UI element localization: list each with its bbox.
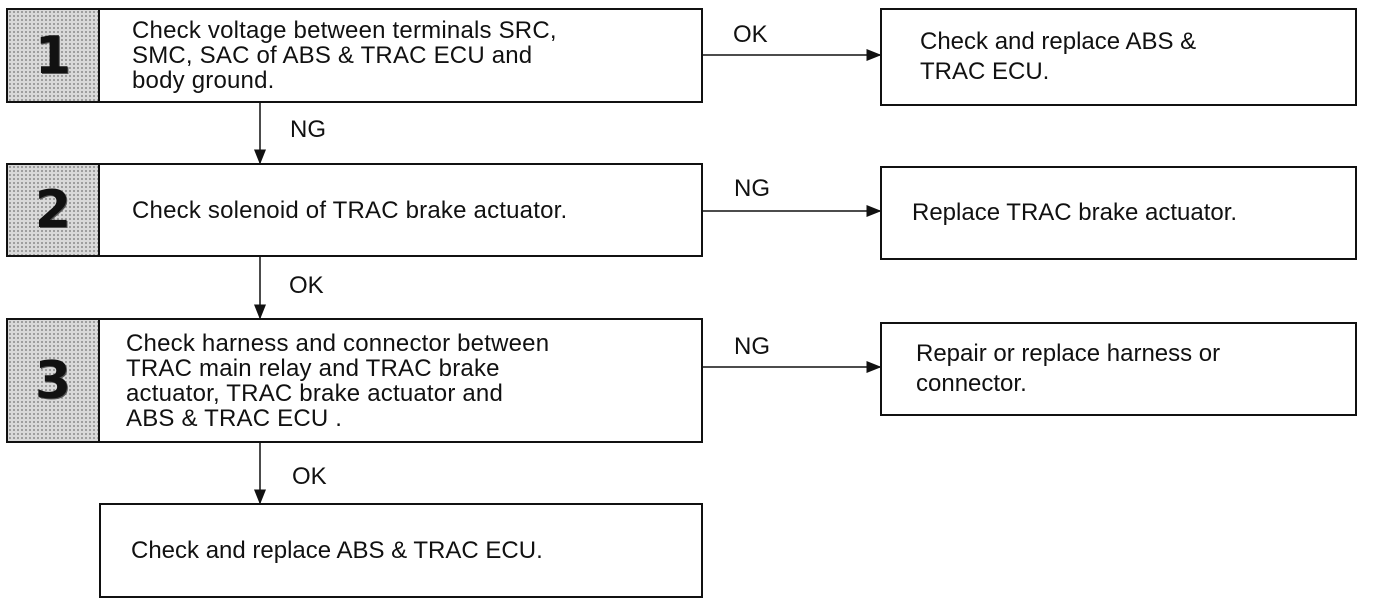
step-number-cell: 3 <box>8 320 100 441</box>
step-number: 2 <box>34 180 72 240</box>
result-3-box: Repair or replace harness or connector. <box>880 322 1357 416</box>
step-text-line: Check solenoid of TRAC brake actuator. <box>132 196 568 224</box>
result-text-line: TRAC ECU. <box>920 58 1050 85</box>
result-2-box: Replace TRAC brake actuator. <box>880 166 1357 260</box>
edge-label-step3-ng: NG <box>734 333 770 360</box>
edge-label-step2-ok: OK <box>289 272 324 299</box>
step-text-line: Check harness and connector between <box>126 329 550 357</box>
step-text-line: ABS & TRAC ECU . <box>126 404 343 432</box>
step-number-cell: 1 <box>8 10 100 101</box>
step-number: 3 <box>34 350 72 411</box>
edge-label-step2-ng: NG <box>734 175 770 202</box>
step-text-line: body ground. <box>132 67 275 94</box>
step-3-box: 3 Check harness and connector between TR… <box>6 318 703 443</box>
result-text-line: connector. <box>916 370 1027 397</box>
result-text-line: Replace TRAC brake actuator. <box>912 199 1238 226</box>
result-text-line: Check and replace ABS & TRAC ECU. <box>131 536 543 564</box>
step-text: Check voltage between terminals SRC, SMC… <box>100 10 557 101</box>
step-1-box: 1 Check voltage between terminals SRC, S… <box>6 8 703 103</box>
step-2-box: 2 Check solenoid of TRAC brake actuator. <box>6 163 703 257</box>
step-number: 1 <box>34 25 72 86</box>
result-text-line: Repair or replace harness or <box>916 340 1221 367</box>
step-text: Check solenoid of TRAC brake actuator. <box>100 165 567 255</box>
edge-label-step1-ng: NG <box>290 116 326 143</box>
step-text-line: actuator, TRAC brake actuator and <box>126 379 504 407</box>
edge-label-step1-ok: OK <box>733 21 768 48</box>
step-text-line: SMC, SAC of ABS & TRAC ECU and <box>132 42 533 69</box>
step-text-line: TRAC main relay and TRAC brake <box>126 354 500 382</box>
result-1-box: Check and replace ABS & TRAC ECU. <box>880 8 1357 106</box>
edge-label-step3-ok: OK <box>292 463 327 490</box>
final-result-box: Check and replace ABS & TRAC ECU. <box>99 503 703 598</box>
step-text-line: Check voltage between terminals SRC, <box>132 17 557 44</box>
result-text-line: Check and replace ABS & <box>920 28 1197 55</box>
step-text: Check harness and connector between TRAC… <box>100 320 549 441</box>
step-number-cell: 2 <box>8 165 100 255</box>
